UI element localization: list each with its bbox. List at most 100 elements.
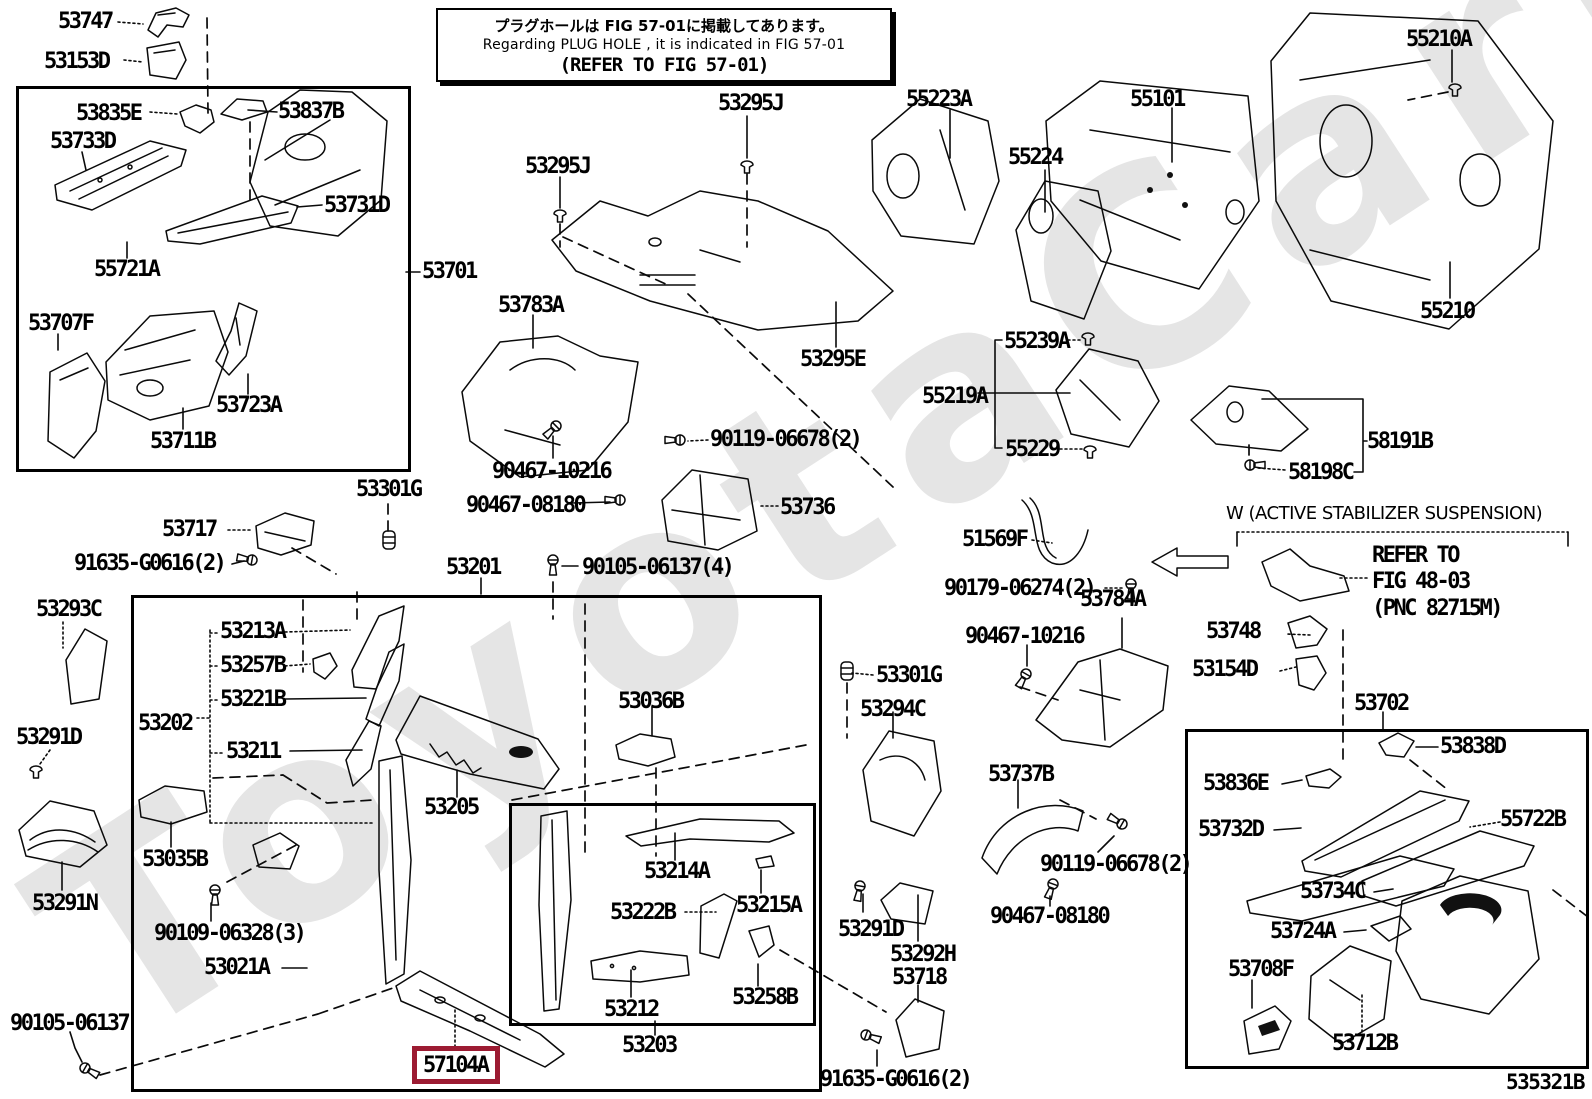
part-label-55219A[interactable]: 55219A [922, 384, 989, 409]
left-arrow-icon [1151, 547, 1229, 577]
part-label-53291N[interactable]: 53291N [32, 891, 99, 916]
part-label-53221B[interactable]: 53221B [220, 687, 287, 712]
part-label-55223A[interactable]: 55223A [906, 87, 973, 112]
part-drawing-53717 [255, 512, 315, 556]
part-label-90467-10216[interactable]: 90467-10216 [965, 624, 1086, 649]
part-label-53701[interactable]: 53701 [422, 259, 478, 284]
part-label-53295J[interactable]: 53295J [525, 154, 592, 179]
part-drawing-53784A [1035, 648, 1169, 748]
part-label-53707F[interactable]: 53707F [28, 311, 95, 336]
part-drawing-53295J-cowl [551, 190, 894, 331]
part-label-53291D[interactable]: 53291D [838, 917, 905, 942]
leader-lines [39, 17, 1589, 1076]
part-label-53212[interactable]: 53212 [604, 997, 660, 1022]
part-label-53837B[interactable]: 53837B [278, 99, 345, 124]
group-box-53702 [1185, 729, 1589, 1069]
part-label-55210A[interactable]: 55210A [1406, 27, 1473, 52]
part-label-53292H[interactable]: 53292H [890, 942, 957, 967]
part-label-53201[interactable]: 53201 [446, 555, 502, 580]
part-label-90105-06137(4)[interactable]: 90105-06137(4) [582, 555, 735, 580]
part-label-53732D[interactable]: 53732D [1198, 817, 1265, 842]
part-label-53711B[interactable]: 53711B [150, 429, 217, 454]
part-label-57104A-highlighted[interactable]: 57104A [412, 1046, 501, 1085]
part-label-53712B[interactable]: 53712B [1332, 1031, 1399, 1056]
part-label-90467-10216[interactable]: 90467-10216 [492, 459, 613, 484]
part-label-53213A[interactable]: 53213A [220, 619, 287, 644]
part-label-90105-06137[interactable]: 90105-06137 [10, 1011, 131, 1036]
part-label-53731D[interactable]: 53731D [324, 193, 391, 218]
part-label-90467-08180[interactable]: 90467-08180 [990, 904, 1111, 929]
part-label-53258B[interactable]: 53258B [732, 985, 799, 1010]
part-label-53257B[interactable]: 53257B [220, 653, 287, 678]
part-label-55224[interactable]: 55224 [1008, 145, 1064, 170]
part-label-53215A[interactable]: 53215A [736, 893, 803, 918]
part-label-53154D[interactable]: 53154D [1192, 657, 1259, 682]
part-label-91635-G0616(2)[interactable]: 91635-G0616(2) [820, 1067, 973, 1092]
part-label-53835E[interactable]: 53835E [76, 101, 143, 126]
figure-code: 535321B [1506, 1070, 1586, 1094]
part-drawing-53154D [1295, 655, 1327, 691]
part-label-53291D[interactable]: 53291D [16, 725, 83, 750]
part-label-58191B[interactable]: 58191B [1367, 429, 1434, 454]
part-drawing-53723A [215, 302, 258, 376]
group-box-53201 [131, 595, 822, 1092]
part-label-53301G[interactable]: 53301G [876, 663, 943, 688]
part-label-53784A[interactable]: 53784A [1080, 587, 1147, 612]
part-label-53214A[interactable]: 53214A [644, 859, 711, 884]
part-label-53724A[interactable]: 53724A [1270, 919, 1337, 944]
part-label-53295J[interactable]: 53295J [718, 91, 785, 116]
part-label-55210[interactable]: 55210 [1420, 299, 1476, 324]
part-label-55239A[interactable]: 55239A [1004, 329, 1071, 354]
refer-note-line3: (PNC 82715M) [1372, 595, 1503, 621]
part-label-53733D[interactable]: 53733D [50, 129, 117, 154]
part-label-53211[interactable]: 53211 [226, 739, 282, 764]
part-label-53836E[interactable]: 53836E [1203, 771, 1270, 796]
part-label-55721A[interactable]: 55721A [94, 257, 161, 282]
part-drawing-53257B [312, 652, 338, 680]
part-label-91635-G0616(2)[interactable]: 91635-G0616(2) [74, 551, 227, 576]
part-label-53205[interactable]: 53205 [424, 795, 480, 820]
part-drawing-53291N [18, 800, 108, 868]
part-label-53021A[interactable]: 53021A [204, 955, 271, 980]
part-label-53293C[interactable]: 53293C [36, 597, 103, 622]
part-label-53294C[interactable]: 53294C [860, 697, 927, 722]
refer-note-line1: REFER TO [1372, 543, 1460, 568]
part-label-53153D[interactable]: 53153D [44, 49, 111, 74]
part-label-53222B[interactable]: 53222B [610, 900, 677, 925]
part-label-90179-06274(2)[interactable]: 90179-06274(2) [944, 576, 1097, 601]
part-label-53708F[interactable]: 53708F [1228, 957, 1295, 982]
part-label-53737B[interactable]: 53737B [988, 762, 1055, 787]
part-label-53748[interactable]: 53748 [1206, 619, 1262, 644]
part-label-53723A[interactable]: 53723A [216, 393, 283, 418]
part-drawing-53222B [699, 893, 738, 959]
part-drawing-53838D [1378, 732, 1415, 758]
part-label-53747[interactable]: 53747 [58, 9, 114, 34]
part-label-55722B[interactable]: 55722B [1500, 807, 1567, 832]
group-box-53701 [16, 86, 411, 472]
part-label-53035B[interactable]: 53035B [142, 847, 209, 872]
part-label-53295E[interactable]: 53295E [800, 347, 867, 372]
part-drawing-55223A [871, 98, 1000, 245]
part-label-53717[interactable]: 53717 [162, 517, 218, 542]
part-label-53734C[interactable]: 53734C [1300, 879, 1367, 904]
part-label-55229[interactable]: 55229 [1005, 437, 1061, 462]
part-label-53036B[interactable]: 53036B [618, 689, 685, 714]
part-label-53736[interactable]: 53736 [780, 495, 836, 520]
part-drawing-55722B [1361, 830, 1535, 907]
part-label-53718[interactable]: 53718 [892, 965, 948, 990]
part-label-53702[interactable]: 53702 [1354, 691, 1410, 716]
part-label-90109-06328(3)[interactable]: 90109-06328(3) [154, 921, 307, 946]
part-label-53203[interactable]: 53203 [622, 1033, 678, 1058]
part-drawing-53215A [755, 855, 775, 869]
part-label-90119-06678(2)[interactable]: 90119-06678(2) [710, 427, 863, 452]
part-label-53301G[interactable]: 53301G [356, 477, 423, 502]
part-label-53783A[interactable]: 53783A [498, 293, 565, 318]
part-label-90467-08180[interactable]: 90467-08180 [466, 493, 587, 518]
part-label-90119-06678(2)[interactable]: 90119-06678(2) [1040, 852, 1193, 877]
part-label-58198C[interactable]: 58198C [1288, 460, 1355, 485]
part-label-53838D[interactable]: 53838D [1440, 734, 1507, 759]
part-drawing-53214A [625, 818, 795, 847]
part-label-53202[interactable]: 53202 [138, 711, 194, 736]
part-label-51569F[interactable]: 51569F [962, 527, 1029, 552]
part-label-55101[interactable]: 55101 [1130, 87, 1186, 112]
